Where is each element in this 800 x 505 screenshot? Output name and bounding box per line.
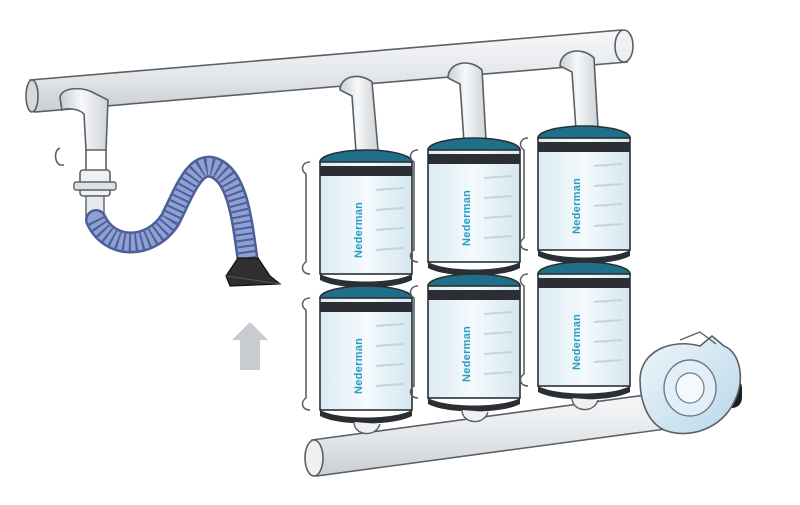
extraction-arm-elbow — [54, 87, 117, 219]
filter-cartridge: Nederman — [301, 149, 413, 288]
filter-cartridge: Nederman — [409, 273, 521, 423]
up-arrow-icon — [232, 322, 268, 370]
brand-label: Nederman — [571, 314, 583, 370]
filter-cartridge: Nederman — [519, 261, 631, 411]
filter-cartridge: Nederman — [409, 137, 521, 276]
brand-label: Nederman — [571, 178, 583, 234]
centrifugal-fan-icon — [639, 331, 742, 435]
brand-label: Nederman — [353, 202, 365, 258]
extraction-hood-icon — [225, 257, 282, 287]
filter-cartridge: Nederman — [301, 285, 413, 435]
filter-cartridge: Nederman — [519, 125, 631, 264]
filter-column-2-riser — [447, 62, 487, 143]
filter-column-3-riser — [559, 50, 599, 131]
brand-label: Nederman — [353, 338, 365, 394]
flexible-extraction-hose — [85, 155, 259, 273]
brand-label: Nederman — [461, 190, 473, 246]
filter-bank: Nederman Nederman — [301, 50, 631, 435]
lower-duct-pipe — [304, 391, 674, 477]
brand-label: Nederman — [461, 326, 473, 382]
upper-duct-pipe — [25, 29, 634, 113]
filter-column-1-riser — [339, 75, 379, 153]
